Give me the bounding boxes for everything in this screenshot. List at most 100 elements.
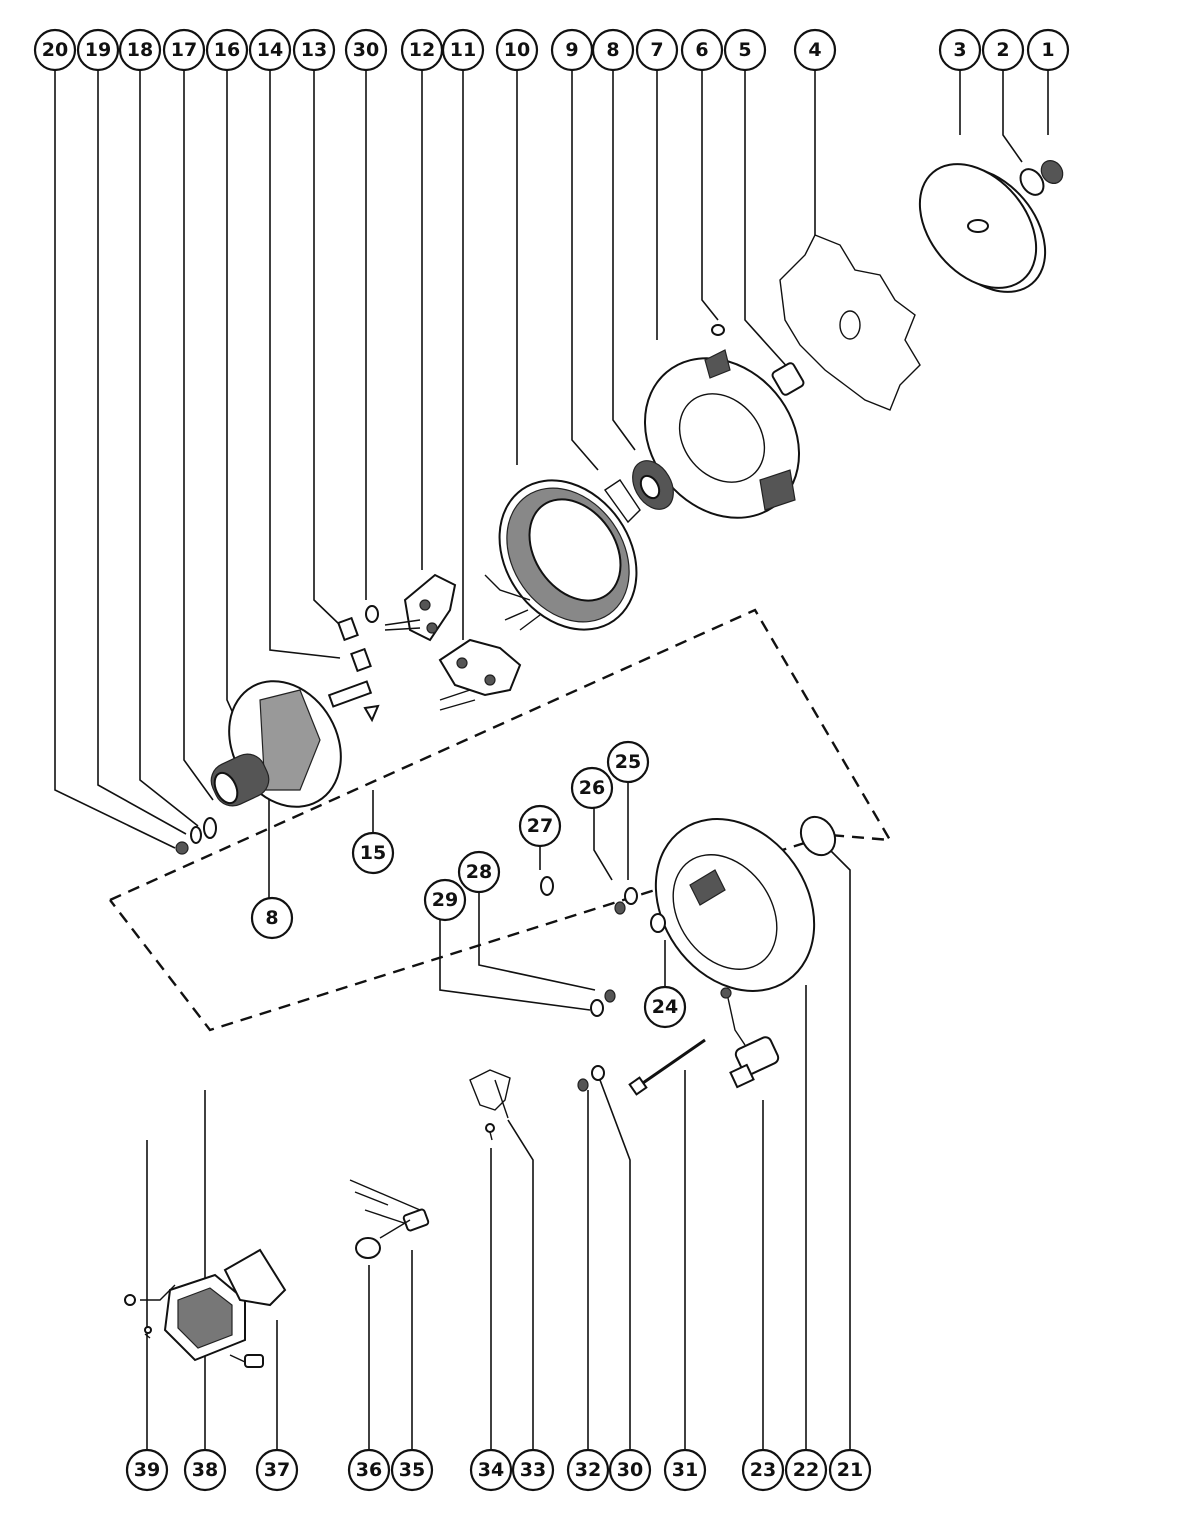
callout-32: 32 bbox=[566, 1448, 610, 1492]
callout-1: 1 bbox=[1026, 28, 1070, 72]
callout-16: 16 bbox=[205, 28, 249, 72]
pulley-nut bbox=[1040, 160, 1064, 184]
callout-label: 6 bbox=[695, 39, 708, 61]
callout-label: 21 bbox=[837, 1459, 863, 1481]
callout-label: 20 bbox=[42, 39, 68, 61]
retainer bbox=[604, 479, 641, 524]
callout-label: 11 bbox=[450, 39, 476, 61]
callout-label: 19 bbox=[85, 39, 111, 61]
callout-27: 27 bbox=[518, 804, 562, 848]
callout-37: 37 bbox=[255, 1448, 299, 1492]
callout-30-bottom: 30 bbox=[608, 1448, 652, 1492]
callout-label: 30 bbox=[617, 1459, 643, 1481]
callout-4: 4 bbox=[793, 28, 837, 72]
callout-label: 23 bbox=[750, 1459, 776, 1481]
washer-24 bbox=[650, 913, 666, 933]
spacer bbox=[771, 362, 805, 396]
nut-28 bbox=[604, 989, 616, 1003]
callout-label: 13 bbox=[301, 39, 327, 61]
callout-15: 15 bbox=[351, 831, 395, 875]
callout-label: 30 bbox=[353, 39, 379, 61]
regulator bbox=[124, 1273, 264, 1368]
drive-end-frame bbox=[643, 349, 801, 519]
callout-30-top: 30 bbox=[344, 28, 388, 72]
callout-label: 14 bbox=[257, 39, 283, 61]
callout-39: 39 bbox=[125, 1448, 169, 1492]
callout-label: 34 bbox=[478, 1459, 504, 1481]
callout-label: 9 bbox=[565, 39, 578, 61]
callout-label: 8 bbox=[606, 39, 619, 61]
callout-label: 31 bbox=[672, 1459, 698, 1481]
callout-19: 19 bbox=[76, 28, 120, 72]
callout-label: 39 bbox=[134, 1459, 160, 1481]
nut-20 bbox=[175, 841, 189, 855]
callout-label: 38 bbox=[192, 1459, 218, 1481]
callout-33: 33 bbox=[511, 1448, 555, 1492]
callout-2: 2 bbox=[981, 28, 1025, 72]
washer bbox=[1019, 168, 1045, 196]
washer-27 bbox=[540, 876, 554, 896]
callout-5: 5 bbox=[723, 28, 767, 72]
callout-label: 22 bbox=[793, 1459, 819, 1481]
callout-label: 5 bbox=[738, 39, 751, 61]
callout-11: 11 bbox=[441, 28, 485, 72]
callout-label: 2 bbox=[996, 39, 1009, 61]
washer-25 bbox=[624, 887, 638, 905]
insulator-14 bbox=[350, 647, 372, 673]
callout-label: 26 bbox=[579, 777, 605, 799]
callout-label: 25 bbox=[615, 751, 641, 773]
rectifier-plate-lower bbox=[438, 638, 522, 711]
callout-label: 28 bbox=[466, 861, 492, 883]
callout-17: 17 bbox=[162, 28, 206, 72]
callout-10: 10 bbox=[495, 28, 539, 72]
callout-label: 29 bbox=[432, 889, 458, 911]
nut-32 bbox=[577, 1078, 589, 1092]
washer-30-lower bbox=[591, 1065, 605, 1081]
washer-18 bbox=[203, 817, 217, 839]
washer-29 bbox=[590, 999, 604, 1017]
callout-label: 27 bbox=[527, 815, 553, 837]
callout-9: 9 bbox=[550, 28, 594, 72]
callout-7: 7 bbox=[635, 28, 679, 72]
callout-31: 31 bbox=[663, 1448, 707, 1492]
rectifier-plate-upper bbox=[384, 573, 457, 642]
callout-label: 36 bbox=[356, 1459, 382, 1481]
capacitor bbox=[720, 987, 780, 1089]
callout-label: 16 bbox=[214, 39, 240, 61]
nut-36 bbox=[355, 1237, 381, 1259]
washer-19 bbox=[190, 826, 202, 844]
screw-39 bbox=[144, 1326, 152, 1339]
callout-label: 17 bbox=[171, 39, 197, 61]
callout-35: 35 bbox=[390, 1448, 434, 1492]
callout-6: 6 bbox=[680, 28, 724, 72]
slip-ring-end-frame bbox=[654, 818, 816, 992]
fan bbox=[779, 234, 921, 411]
brush-holder bbox=[349, 1179, 430, 1239]
callout-label: 10 bbox=[504, 39, 530, 61]
callout-29: 29 bbox=[423, 878, 467, 922]
o-ring bbox=[799, 815, 837, 857]
through-bolt bbox=[628, 1038, 706, 1096]
callout-label: 3 bbox=[953, 39, 966, 61]
gasket bbox=[223, 1248, 287, 1307]
callout-13: 13 bbox=[292, 28, 336, 72]
callout-14: 14 bbox=[248, 28, 292, 72]
callout-label: 37 bbox=[264, 1459, 290, 1481]
bearing bbox=[632, 460, 674, 510]
screw-34 bbox=[485, 1123, 495, 1141]
callout-34: 34 bbox=[469, 1448, 513, 1492]
callouts: 20 19 18 17 16 14 13 30 12 11 10 9 8 7 6… bbox=[33, 28, 1070, 1492]
callout-24: 24 bbox=[643, 985, 687, 1029]
callout-8-top: 8 bbox=[591, 28, 635, 72]
assembly-boundary bbox=[109, 608, 893, 1032]
nut-26 bbox=[614, 901, 626, 915]
callout-38: 38 bbox=[183, 1448, 227, 1492]
callout-36: 36 bbox=[347, 1448, 391, 1492]
callout-21: 21 bbox=[828, 1448, 872, 1492]
callout-23: 23 bbox=[741, 1448, 785, 1492]
callout-20: 20 bbox=[33, 28, 77, 72]
callout-label: 7 bbox=[650, 39, 663, 61]
washer-30 bbox=[365, 605, 379, 623]
callout-label: 4 bbox=[808, 39, 821, 61]
